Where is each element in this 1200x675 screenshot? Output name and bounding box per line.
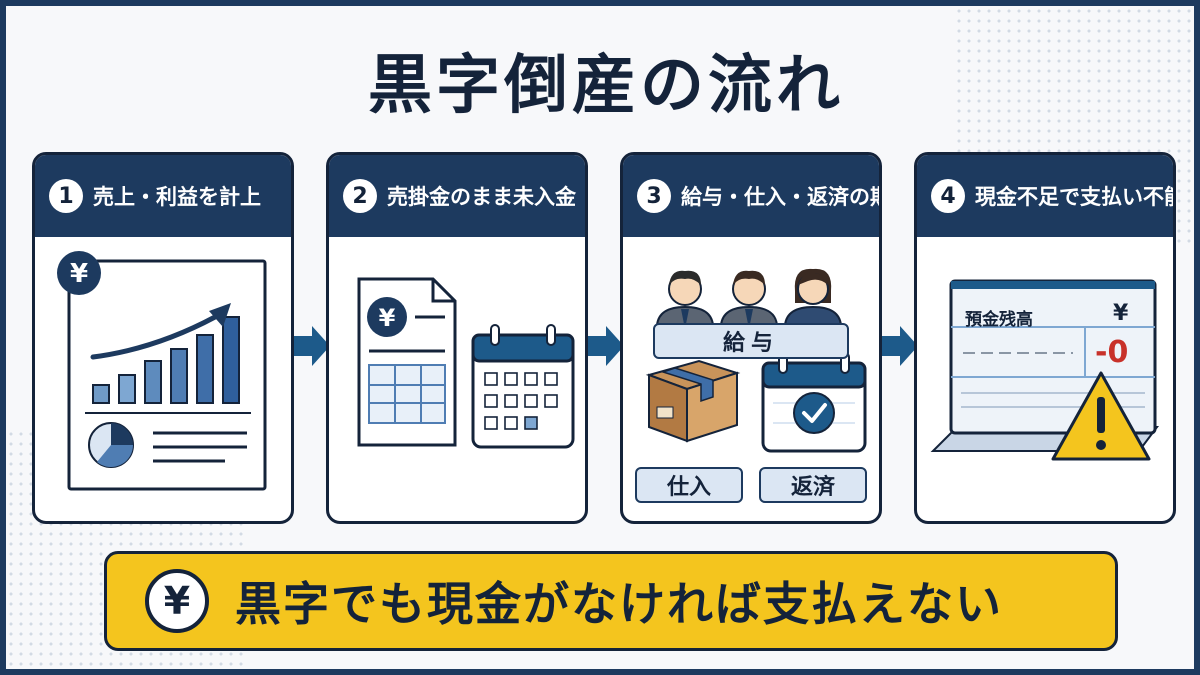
flow-arrow-1: [294, 326, 330, 366]
step-header-1: 1 売上・利益を計上: [35, 155, 291, 237]
checked-calendar-icon: [761, 352, 867, 453]
conclusion-text: 黒字でも現金がなければ支払えない: [235, 577, 1003, 631]
salary-tag: 給与: [653, 323, 849, 359]
conclusion-banner: ¥ 黒字でも現金がなければ支払えない: [104, 551, 1118, 651]
step-panel-4: 4 現金不足で支払い不能 預金残高 ¥ -0: [914, 152, 1176, 524]
bank-balance-label: 預金残高: [965, 310, 1033, 330]
flow-arrow-2: [588, 326, 624, 366]
step-label-1: 売上・利益を計上: [93, 185, 261, 209]
cardboard-box-icon: [645, 359, 741, 443]
step-number-4: 4: [931, 179, 965, 213]
step-header-2: 2 売掛金のまま未入金: [329, 155, 585, 237]
step-panel-1: 1 売上・利益を計上 ¥: [32, 152, 294, 524]
step-header-4: 4 現金不足で支払い不能: [917, 155, 1173, 237]
step-number-1: 1: [49, 179, 83, 213]
revenue-report-icon: ¥: [57, 251, 267, 491]
step-panel-2: 2 売掛金のまま未入金 ¥: [326, 152, 588, 524]
purchase-tag: 仕入: [635, 467, 743, 503]
bankbook-illustration: [930, 279, 1159, 461]
repayment-tag: 返済: [759, 467, 867, 503]
step-label-4: 現金不足で支払い不能: [975, 185, 1176, 209]
step-panel-3: 3 給与・仕入・返済の期限: [620, 152, 882, 524]
document-yen-symbol: ¥: [379, 304, 396, 332]
receivable-document-icon: ¥: [357, 277, 575, 449]
report-yen-symbol: ¥: [70, 259, 88, 289]
step-label-2: 売掛金のまま未入金: [387, 185, 576, 209]
warning-icon: [1051, 371, 1151, 461]
step-number-2: 2: [343, 179, 377, 213]
yen-icon: ¥: [145, 569, 209, 633]
payment-obligations-illustration: [645, 268, 867, 453]
step-header-3: 3 給与・仕入・返済の期限: [623, 155, 879, 237]
page-title: 黒字倒産の流れ: [368, 49, 844, 123]
bank-balance-value: -0: [1095, 335, 1129, 370]
step-number-3: 3: [637, 179, 671, 213]
bank-currency-symbol: ¥: [1113, 301, 1129, 326]
calendar-icon: [471, 324, 575, 449]
step-label-3: 給与・仕入・返済の期限: [681, 185, 879, 209]
flow-arrow-3: [882, 326, 918, 366]
